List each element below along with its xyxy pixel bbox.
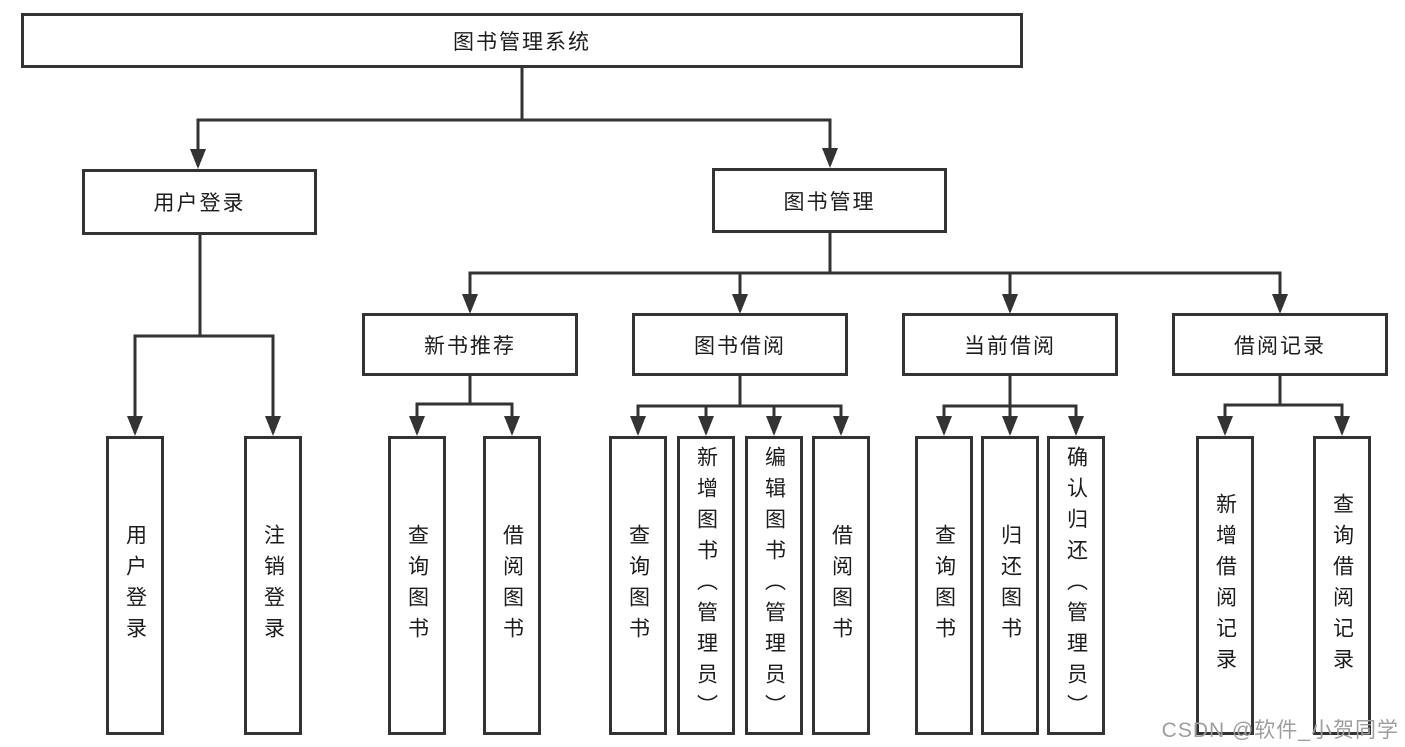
- leaf-bb-edit-books-admin: 编辑图书（管理员）: [745, 436, 803, 735]
- leaf-bb-borrow-books: 借阅图书: [812, 436, 870, 735]
- arrowhead: [127, 416, 143, 436]
- arrowhead: [1068, 416, 1084, 436]
- arrowhead: [698, 416, 714, 436]
- arrowhead: [822, 148, 838, 168]
- leaf-cb-return-books: 归还图书: [981, 436, 1039, 735]
- node-book-borrowing: 图书借阅: [632, 313, 848, 376]
- node-new-book-recommendation: 新书推荐: [362, 313, 578, 376]
- leaf-nbr-query-books: 查询图书: [388, 436, 446, 735]
- arrowhead: [766, 416, 782, 436]
- arrowhead: [265, 416, 281, 436]
- arrowhead: [504, 416, 520, 436]
- leaf-cb-query-books: 查询图书: [915, 436, 973, 735]
- leaf-bb-add-books-admin: 新增图书（管理员）: [677, 436, 735, 735]
- csdn-watermark: CSDN @软件_小贺同学: [1161, 719, 1399, 742]
- node-current-borrowing: 当前借阅: [902, 313, 1118, 376]
- leaf-bb-query-books: 查询图书: [609, 436, 667, 735]
- arrowhead: [1334, 416, 1350, 436]
- arrowhead: [1217, 416, 1233, 436]
- connector-borrowrecords-to-leaves: [1223, 376, 1344, 417]
- arrowhead: [462, 294, 478, 314]
- leaf-cb-confirm-return-admin: 确认归还（管理员）: [1047, 436, 1105, 735]
- node-borrowing-records: 借阅记录: [1172, 313, 1388, 376]
- connector-bookborrow-to-leaves: [636, 376, 843, 417]
- arrowhead: [1002, 416, 1018, 436]
- arrowhead: [630, 416, 646, 436]
- leaf-br-add-record: 新增借阅记录: [1196, 436, 1254, 735]
- node-root-library-management-system: 图书管理系统: [21, 13, 1023, 68]
- connector-bookmgmt-to-level2: [468, 233, 1282, 295]
- leaf-nbr-borrow-books: 借阅图书: [483, 436, 541, 735]
- connector-root-to-level1: [196, 68, 832, 150]
- connector-newbookrec-to-leaves: [415, 376, 514, 417]
- arrowhead: [1002, 294, 1018, 314]
- leaf-logout: 注销登录: [244, 436, 302, 735]
- node-user-login: 用户登录: [82, 169, 317, 235]
- node-book-management: 图书管理: [712, 168, 947, 233]
- leaf-br-query-record: 查询借阅记录: [1313, 436, 1371, 735]
- connector-currentborrow-to-leaves: [942, 376, 1078, 417]
- arrowhead: [1272, 294, 1288, 314]
- leaf-user-login: 用户登录: [106, 436, 164, 735]
- arrowhead: [732, 294, 748, 314]
- arrowhead: [190, 149, 206, 169]
- connector-userlogin-to-leaves: [133, 235, 275, 417]
- arrowhead: [409, 416, 425, 436]
- arrowhead: [936, 416, 952, 436]
- arrowhead: [833, 416, 849, 436]
